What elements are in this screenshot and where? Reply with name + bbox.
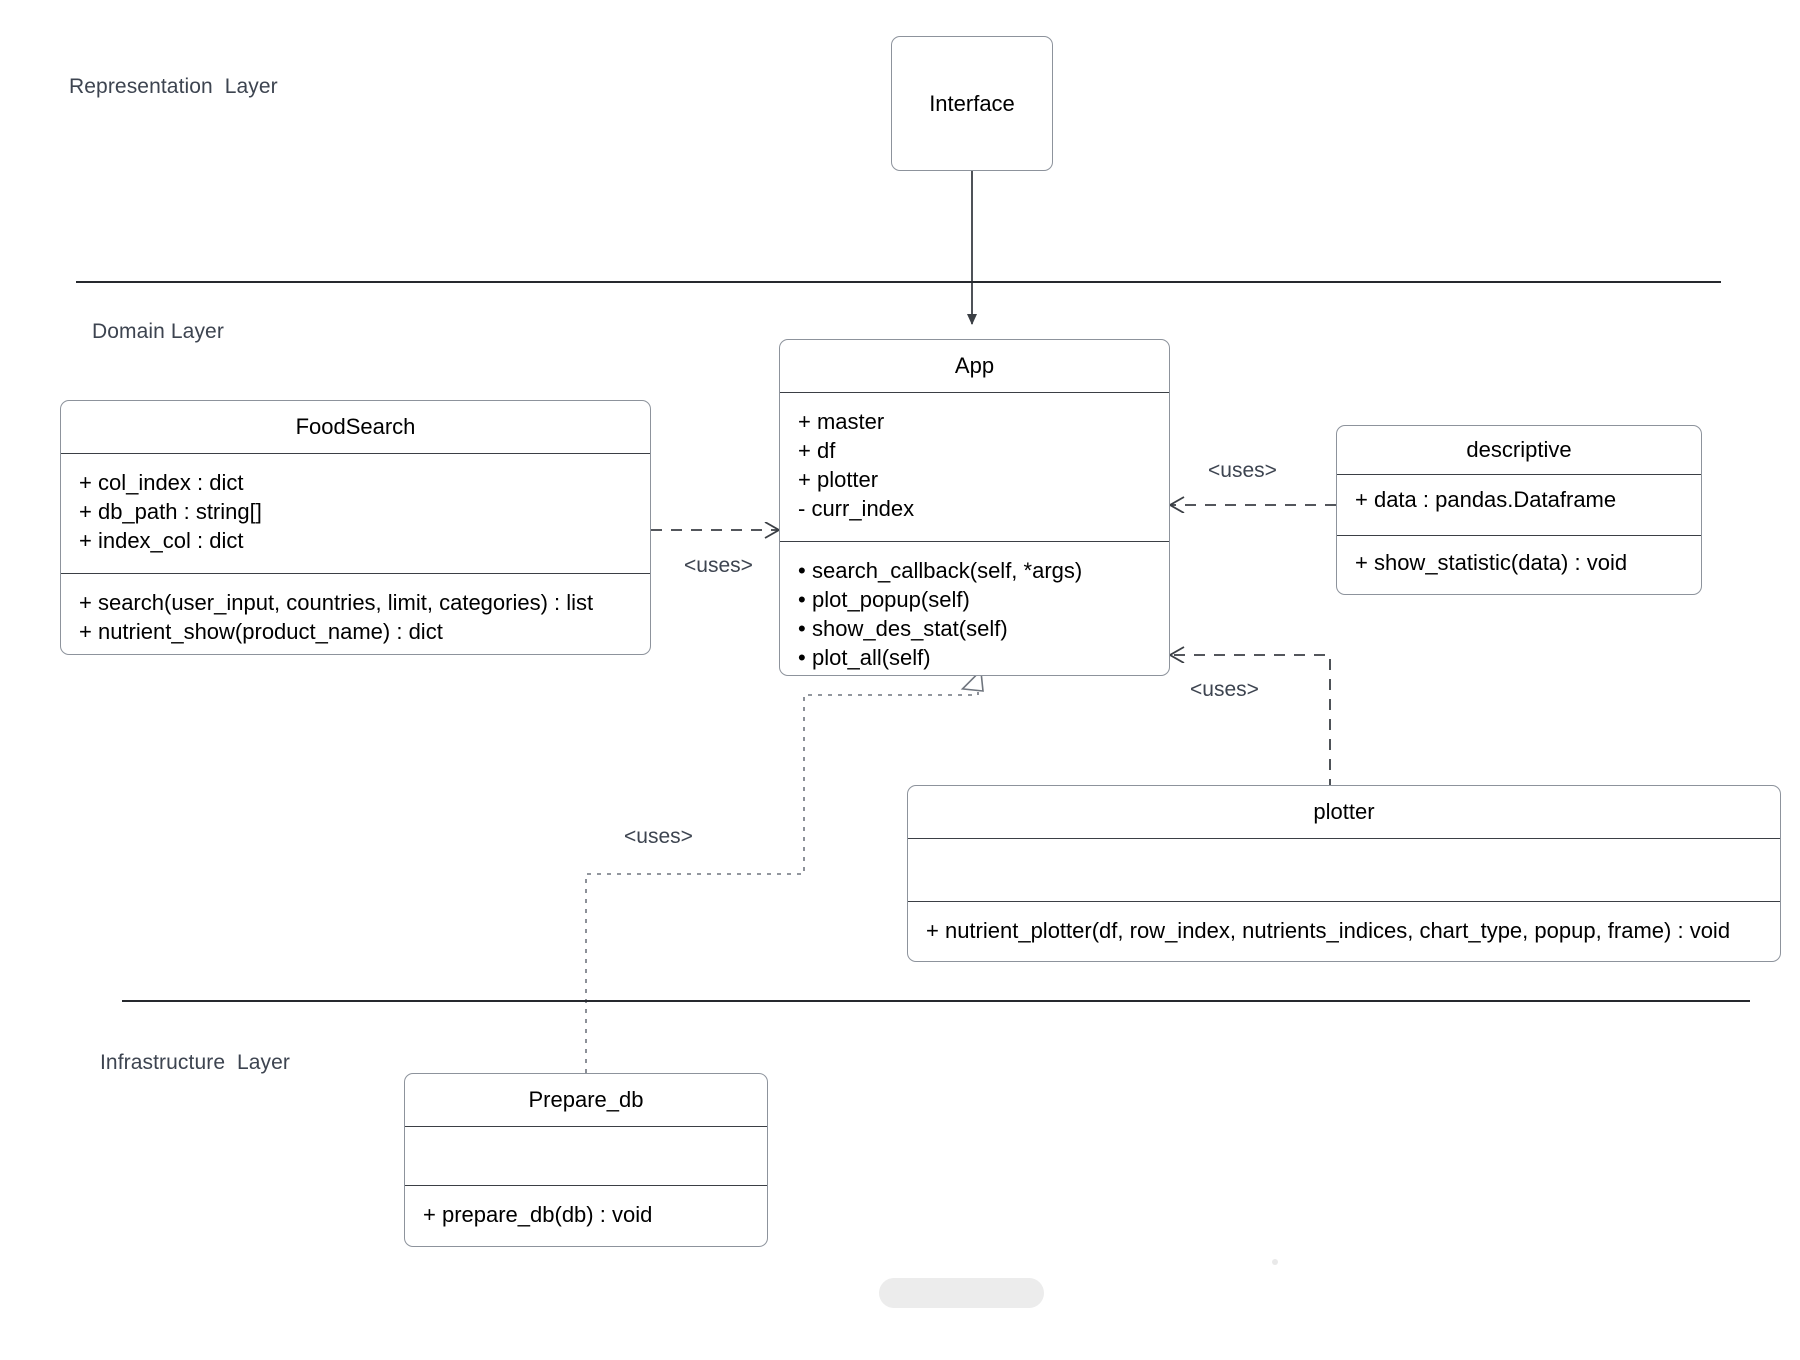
compartment-divider xyxy=(405,1185,767,1186)
compartment-divider xyxy=(61,453,650,454)
attribute-row: + index_col : dict xyxy=(79,528,244,553)
method-row: search_callback(self, *args) xyxy=(798,556,1151,585)
class-node-descriptive[interactable]: descriptive + data : pandas.Dataframe + … xyxy=(1336,425,1702,595)
class-node-foodsearch[interactable]: FoodSearch + col_index : dict + db_path … xyxy=(60,400,651,655)
attribute-row: + master xyxy=(798,409,885,434)
attributes-compartment-descriptive: + data : pandas.Dataframe xyxy=(1337,475,1701,535)
class-title-interface: Interface xyxy=(929,90,1015,116)
compartment-divider xyxy=(908,901,1780,902)
attribute-row: + col_index : dict xyxy=(79,470,244,495)
attribute-row: + df xyxy=(798,438,836,463)
relationship-label-foodsearch-to-app: <uses> xyxy=(684,554,753,577)
methods-compartment-app: search_callback(self, *args) plot_popup(… xyxy=(780,542,1169,675)
attributes-compartment-plotter xyxy=(908,839,1780,901)
class-node-plotter[interactable]: plotter + nutrient_plotter(df, row_index… xyxy=(907,785,1781,962)
attributes-compartment-foodsearch: + col_index : dict + db_path : string[] … xyxy=(61,454,650,573)
class-node-app[interactable]: App + master + df + plotter - curr_index… xyxy=(779,339,1170,676)
class-title-plotter: plotter xyxy=(1313,799,1375,824)
attribute-row: + plotter xyxy=(798,467,879,492)
relationship-label-plotter-to-app: <uses> xyxy=(1190,678,1259,701)
layer-rule-domain-infrastructure xyxy=(122,1000,1750,1002)
methods-compartment-descriptive: + show_statistic(data) : void xyxy=(1337,536,1701,587)
relationship-label-preparedb-to-app: <uses> xyxy=(624,825,693,848)
method-row: plot_all(self) xyxy=(798,643,1151,672)
method-row: + nutrient_plotter(df, row_index, nutrie… xyxy=(926,918,1731,943)
compartment-divider xyxy=(1337,474,1701,475)
method-row: + show_statistic(data) : void xyxy=(1355,550,1628,575)
watermark-smudge xyxy=(896,1286,1016,1308)
class-title-prepare-db: Prepare_db xyxy=(528,1087,644,1112)
layer-label-representation: Representation Layer xyxy=(69,75,278,98)
methods-compartment-foodsearch: + search(user_input, countries, limit, c… xyxy=(61,574,650,654)
method-row: + search(user_input, countries, limit, c… xyxy=(79,590,594,615)
connector-plotter-to-app xyxy=(1170,655,1331,790)
compartment-divider xyxy=(1337,535,1701,536)
compartment-divider xyxy=(908,838,1780,839)
layer-label-domain: Domain Layer xyxy=(92,320,224,343)
method-row: plot_popup(self) xyxy=(798,585,1151,614)
compartment-divider xyxy=(405,1126,767,1127)
attributes-compartment-prepare-db xyxy=(405,1127,767,1185)
method-row: + prepare_db(db) : void xyxy=(423,1202,653,1227)
compartment-divider xyxy=(780,392,1169,393)
method-row: show_des_stat(self) xyxy=(798,614,1151,643)
attribute-row: + data : pandas.Dataframe xyxy=(1355,487,1617,512)
attribute-row: + db_path : string[] xyxy=(79,499,262,524)
relationship-label-descriptive-to-app: <uses> xyxy=(1208,459,1277,482)
class-node-interface[interactable]: Interface xyxy=(891,36,1053,171)
methods-compartment-plotter: + nutrient_plotter(df, row_index, nutrie… xyxy=(908,902,1780,955)
class-title-descriptive: descriptive xyxy=(1466,437,1572,462)
attribute-row: - curr_index xyxy=(798,496,915,521)
compartment-divider xyxy=(780,541,1169,542)
watermark-speck xyxy=(1272,1259,1278,1265)
layer-rule-representation-domain xyxy=(76,281,1721,283)
class-title-app: App xyxy=(954,353,995,378)
class-title-foodsearch: FoodSearch xyxy=(295,414,416,439)
attributes-compartment-app: + master + df + plotter - curr_index xyxy=(780,393,1169,541)
layer-label-infrastructure: Infrastructure Layer xyxy=(100,1051,291,1074)
class-node-prepare-db[interactable]: Prepare_db + prepare_db(db) : void xyxy=(404,1073,768,1247)
method-row: + nutrient_show(product_name) : dict xyxy=(79,619,443,644)
methods-compartment-prepare-db: + prepare_db(db) : void xyxy=(405,1186,767,1239)
compartment-divider xyxy=(61,573,650,574)
